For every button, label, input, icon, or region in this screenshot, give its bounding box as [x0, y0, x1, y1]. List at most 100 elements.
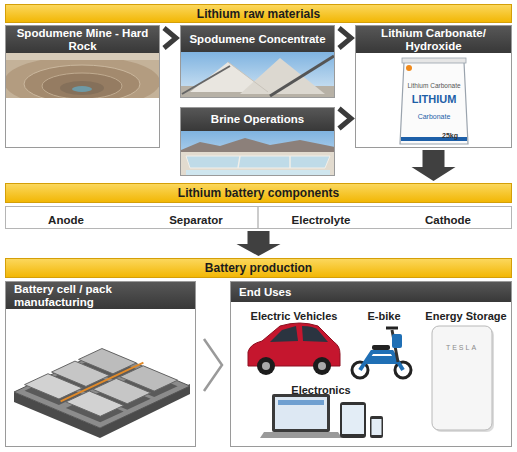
section-title: Lithium battery components: [178, 186, 339, 200]
car-part: [257, 357, 275, 375]
concentrate-photo-part: [228, 62, 268, 92]
section-band: Battery production: [5, 258, 512, 278]
electronics: [260, 394, 383, 438]
component-label: Electrolyte: [292, 214, 351, 226]
electronics-part: [372, 419, 382, 435]
label-holder: Carbonate: [418, 105, 451, 123]
stage-box: Brine Operations: [180, 107, 335, 176]
mine-photo-part: [72, 86, 92, 92]
mine-photo: [6, 52, 159, 98]
box-heading: Battery cell / pack manufacturing: [14, 283, 191, 308]
stage-box: End UsesElectric Vehicles E-bike Energy St…: [230, 281, 512, 447]
electronics-part: [342, 405, 364, 434]
flow-arrow: [237, 231, 281, 256]
e-bike-part: [386, 327, 398, 330]
component-label: Separator: [169, 214, 223, 226]
stage-box: Spodumene Concentrate: [180, 25, 335, 98]
section-title: Lithium raw materials: [197, 7, 320, 21]
concentrate-photo-part: [182, 66, 230, 94]
flow-chevron: [204, 339, 222, 391]
label-holder: E-bike: [367, 306, 400, 324]
mine-photo-part: [60, 81, 104, 95]
box-header: Lithium Carbonate/ Hydroxide: [356, 26, 511, 53]
box-header: Spodumene Concentrate: [181, 26, 334, 52]
flow-arrow: [412, 150, 456, 181]
mine-photo-part: [42, 73, 122, 98]
flow-chevron: [339, 109, 351, 129]
box-header: End Uses: [231, 282, 511, 302]
carbonate-bag-part: [406, 65, 412, 71]
brand-label: TESLA: [446, 344, 478, 351]
end-use-label: Energy Storage: [425, 310, 506, 322]
battery-pack-part-part: [61, 363, 144, 402]
component-label: Cathode: [425, 214, 471, 226]
box-header: Brine Operations: [181, 108, 334, 131]
mine-photo-part: [24, 65, 140, 98]
end-use-label: E-bike: [367, 310, 400, 322]
component-divider: [258, 207, 259, 228]
e-bike-part: [366, 356, 400, 364]
brine-photo-part: [289, 156, 291, 168]
battery-pack: [14, 347, 190, 438]
component-row: Anode Separator Electrolyte Cathode: [5, 206, 512, 229]
stage-box: Battery cell / pack manufacturing: [5, 281, 196, 447]
end-use-label: Electronics: [291, 384, 350, 396]
box-heading: End Uses: [239, 286, 291, 299]
e-bike-part: [372, 345, 390, 350]
electronics-part: [340, 402, 366, 438]
electronics-part: [275, 397, 327, 429]
box-heading: Brine Operations: [211, 113, 304, 126]
label-holder: TESLA: [446, 336, 478, 354]
concentrate-photo-part: [181, 52, 335, 98]
powerwall-part: [432, 326, 492, 430]
stage-box: Spodumene Mine - Hard Rock: [5, 25, 160, 148]
e-bike-part: [392, 334, 402, 348]
carbonate-bag-part: [402, 58, 466, 63]
brine-photo-part: [181, 131, 335, 176]
electronics-part: [272, 394, 330, 432]
box-heading: Spodumene Mine - Hard Rock: [10, 27, 155, 52]
carbonate-bag-part: [400, 62, 468, 144]
component-divider-part: [258, 207, 259, 228]
label-holder: Electrolyte: [292, 210, 351, 228]
section-band: Lithium battery components: [5, 183, 512, 203]
section-title: Battery production: [205, 261, 312, 275]
flow-chevron: [339, 28, 351, 48]
label-holder: Anode: [48, 210, 84, 228]
box-header: Battery cell / pack manufacturing: [6, 282, 195, 309]
car-part: [270, 326, 298, 342]
brine-photo: [181, 131, 335, 176]
box-header: Spodumene Mine - Hard Rock: [6, 26, 159, 53]
label-holder: Electronics: [291, 380, 350, 398]
mine-photo-part: [6, 52, 159, 60]
car-part: [262, 362, 270, 370]
concentrate-photo: [181, 52, 335, 98]
car-part: [302, 326, 328, 342]
label-holder: Electric Vehicles: [251, 306, 338, 324]
electronics-part: [370, 416, 383, 438]
package-label: LITHIUM: [412, 93, 457, 105]
box-heading: Spodumene Concentrate: [189, 33, 325, 46]
e-bike: [352, 328, 411, 378]
label-holder: Lithium Carbonate: [407, 74, 460, 92]
battery-pack-part: [23, 347, 181, 417]
box-heading: Lithium Carbonate/ Hydroxide: [360, 27, 507, 52]
brine-photo-part: [238, 156, 240, 168]
label-holder: Energy Storage: [425, 306, 506, 324]
label-holder: Cathode: [425, 210, 471, 228]
mine-photo-part: [6, 56, 159, 98]
brine-photo-part: [181, 152, 335, 176]
brine-photo-part: [181, 138, 335, 152]
component-label: Anode: [48, 214, 84, 226]
electronics-part: [260, 432, 342, 438]
package-label: Lithium Carbonate: [407, 82, 460, 89]
car: [248, 323, 340, 375]
section-band: Lithium raw materials: [5, 4, 512, 23]
label-holder: 25kg: [442, 124, 458, 142]
package-label: Carbonate: [418, 113, 451, 120]
package-label: 25kg: [442, 132, 458, 139]
brine-photo-part: [186, 156, 330, 168]
